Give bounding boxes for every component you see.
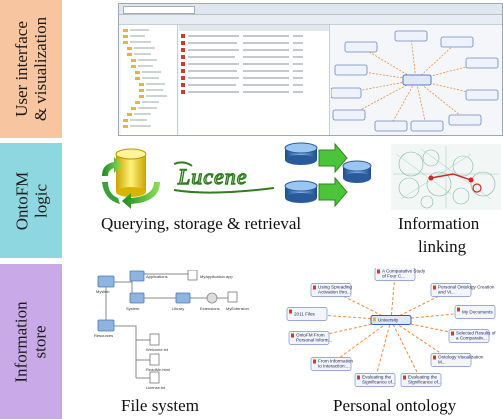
pdf-icon: [291, 333, 294, 338]
ontology-node-label: to Interaction:...: [318, 364, 350, 369]
querying-caption: Querying, storage & retrieval: [101, 214, 302, 233]
file-node-label: Welcome.txt: [146, 347, 169, 352]
exchange-sync-icon: [284, 142, 372, 208]
file-node-label: Applications: [146, 274, 168, 279]
file-node-label: Extensions: [200, 306, 220, 311]
ontology-center-node: University: [370, 315, 412, 325]
ontology-node: My Documents: [454, 305, 496, 319]
file-node-label: MyWeb: [96, 289, 110, 294]
ontology-node-label: of Four C...: [382, 274, 405, 279]
ontology-edge: [390, 273, 396, 321]
information-linking-graph-icon: [391, 144, 501, 210]
ontology-node: Ontology VisualizationM...: [430, 353, 484, 367]
pdf-icon: [433, 285, 436, 290]
ontology-edge: [374, 319, 392, 381]
graph-view-panel: [331, 30, 499, 132]
ontology-edge: [330, 319, 392, 365]
ontology-edge: [390, 319, 422, 381]
ontology-node-label: 2011 Files: [294, 312, 316, 317]
ontology-node-label: Personal Ontology Creation: [438, 285, 495, 290]
layer-ui-visualization: User interface& visualization: [0, 0, 62, 138]
ontology-node-label: From Information: [318, 359, 353, 364]
ontology-node-label: Using Spreading: [318, 285, 352, 290]
app-screenshot-thumbnail: [118, 3, 503, 136]
ontology-node-label: M...: [438, 360, 446, 365]
file-system-tree: MyWeb Applications MyApplication.app Sys…: [94, 270, 249, 390]
ontology-node-label: Significance of...: [408, 380, 442, 385]
pdf-icon: [357, 375, 360, 380]
ontology-node-label: OntoFM From: [296, 333, 325, 338]
file-node-label: Library: [172, 306, 184, 311]
pdf-icon: [403, 375, 406, 380]
file-node-label: System: [126, 306, 140, 311]
pdf-icon: [377, 269, 380, 274]
pdf-icon: [313, 285, 316, 290]
ontology-node-label: a Comparativ...: [456, 336, 487, 341]
linking-caption-line1: Information: [398, 214, 480, 233]
file-node-label: MyExtension: [226, 306, 249, 311]
ontology-node-label: Personal Inform...: [296, 338, 332, 343]
file-node-label: License.txt: [146, 385, 166, 390]
file-node-label: MyApplication.app: [200, 274, 233, 279]
layer-ui-label: User interface& visualization: [12, 16, 50, 122]
ontology-node-label: Evaluating the: [362, 375, 392, 380]
filesystem-caption: File system: [121, 396, 199, 415]
ontology-node: Selected Results ofa Comparativ...: [448, 329, 496, 343]
ontology-edge: [308, 319, 392, 339]
pdf-icon: [451, 331, 454, 336]
linking-caption-line2: linking: [418, 237, 467, 256]
database-storage-icon: [102, 148, 160, 209]
ontology-node-label: and Vi...: [438, 290, 455, 295]
pdf-icon: [289, 309, 292, 314]
ontology-node-label: Activation thro...: [318, 290, 351, 295]
pdf-icon: [313, 359, 316, 364]
folder-icon: [373, 317, 376, 322]
ontology-node-label: Significance of...: [362, 380, 396, 385]
ontology-node-label: My Documents: [462, 310, 493, 315]
file-list-panel: [179, 25, 330, 135]
pdf-icon: [457, 307, 460, 312]
ontology-node: 2011 Files: [286, 307, 328, 321]
folder-tree-panel: [121, 25, 178, 135]
ontology-caption: Personal ontology: [333, 396, 457, 415]
file-node-label: Resources: [94, 333, 113, 338]
ontology-node-label: Ontology Visualization: [438, 355, 484, 360]
ontology-node-label: Evaluating the: [408, 375, 438, 380]
file-node-label: ReadMe.html: [146, 367, 170, 372]
lucene-logo: Lucene: [173, 161, 275, 194]
ontology-node-label: A Comparative Study: [382, 269, 426, 274]
pdf-icon: [433, 355, 436, 360]
ontology-node-label: Selected Results of: [456, 331, 496, 336]
lucene-logo-text: Lucene: [177, 164, 248, 189]
ontology-node-label: University: [378, 318, 399, 323]
